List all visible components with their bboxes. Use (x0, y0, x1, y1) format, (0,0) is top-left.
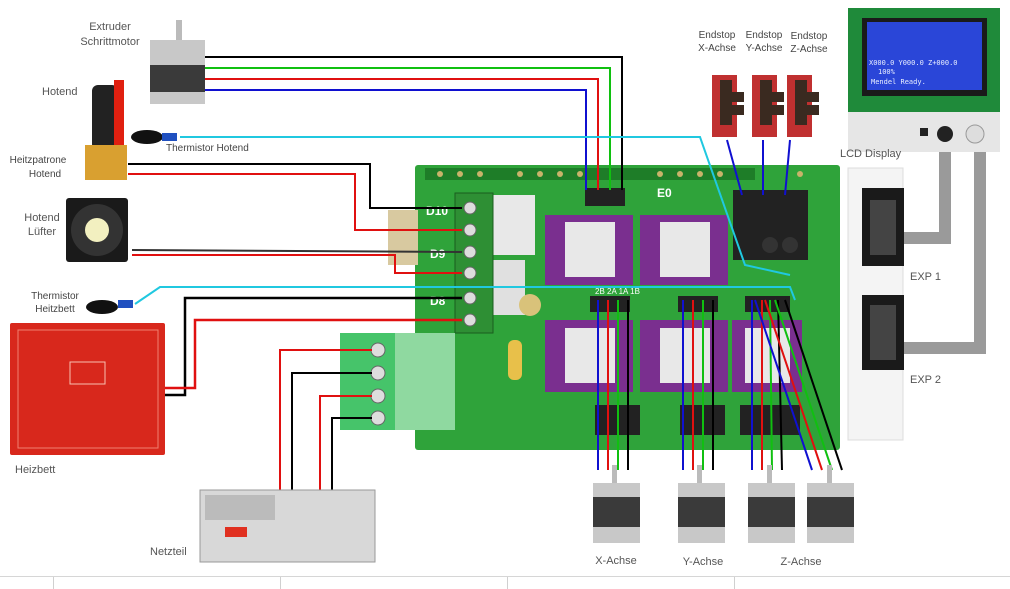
endstop-z-label-line1: Endstop (791, 31, 828, 42)
psu-label: Netzteil (150, 546, 187, 558)
heatbed-image (10, 323, 165, 455)
thermistor-bed-label-line2: Heitzbett (35, 304, 75, 315)
extruder-motor-label-line2: Schrittmotor (80, 36, 140, 48)
heater-cartridge-label-line2: Hotend (29, 169, 61, 180)
axis-stepper-motors (593, 465, 854, 543)
hotend-fan-label-line1: Hotend (24, 212, 59, 224)
extruder-stepper-motor (150, 20, 205, 104)
bottom-bar (0, 576, 1010, 589)
endstop-y-label-line2: Y-Achse (746, 43, 783, 54)
endstop-z-label-line2: Z-Achse (790, 44, 828, 55)
lcd-line-status: Mendel Ready. (871, 78, 926, 86)
endstops (712, 75, 819, 137)
smart-adapter (847, 167, 904, 441)
driver-e0-label: E0 (657, 186, 672, 200)
heatbed-label: Heizbett (15, 464, 55, 476)
endstop-x-label-line1: Endstop (699, 30, 736, 41)
lcd-display-label: LCD Display (840, 148, 902, 160)
heater-cartridge-label-line1: Heitzpatrone (10, 155, 67, 166)
bottom-bar-divider (734, 577, 735, 589)
power-terminal (340, 333, 455, 430)
stepper-drivers (545, 215, 802, 392)
lcd-controller-image: X000.0 Y000.0 Z+000.0 100% Mendel Ready. (848, 8, 1000, 152)
exp1-label: EXP 1 (910, 271, 941, 283)
z-axis-motor-label: Z-Achse (781, 556, 822, 568)
exp2-label: EXP 2 (910, 374, 941, 386)
terminal-d8-label: D8 (430, 294, 446, 308)
driver-pin-label: 2B 2A 1A 1B (595, 287, 640, 296)
thermistor-hotend-label: Thermistor Hotend (166, 143, 249, 154)
x-axis-motor-label: X-Achse (595, 555, 637, 567)
hotend-label: Hotend (42, 86, 77, 98)
endstop-y-label-line1: Endstop (746, 30, 783, 41)
thermistor-hotend-image (131, 130, 163, 144)
bottom-bar-divider (53, 577, 54, 589)
extruder-motor-label-line1: Extruder (89, 21, 131, 33)
thermistor-bed-image (86, 300, 118, 314)
endstop-x-label-line2: X-Achse (698, 43, 736, 54)
lcd-line-feed: 100% (878, 68, 896, 76)
bottom-bar-divider (507, 577, 508, 589)
bottom-bar-divider (280, 577, 281, 589)
terminal-d9-label: D9 (430, 247, 446, 261)
hotend-fan-label-line2: Lüfter (28, 226, 56, 238)
hotend-image (85, 80, 127, 180)
power-supply-image (199, 489, 376, 563)
y-axis-motor-label: Y-Achse (683, 556, 724, 568)
lcd-line-coords: X000.0 Y000.0 Z+000.0 (869, 59, 958, 67)
thermistor-bed-label-line1: Thermistor (31, 291, 79, 302)
wiring-diagram: D10 D8 D9 E0 2B 2A 1A 1B (10, 8, 1000, 568)
terminal-d10-label: D10 (426, 204, 448, 218)
hotend-fan-image (66, 198, 128, 262)
wires (128, 56, 986, 500)
